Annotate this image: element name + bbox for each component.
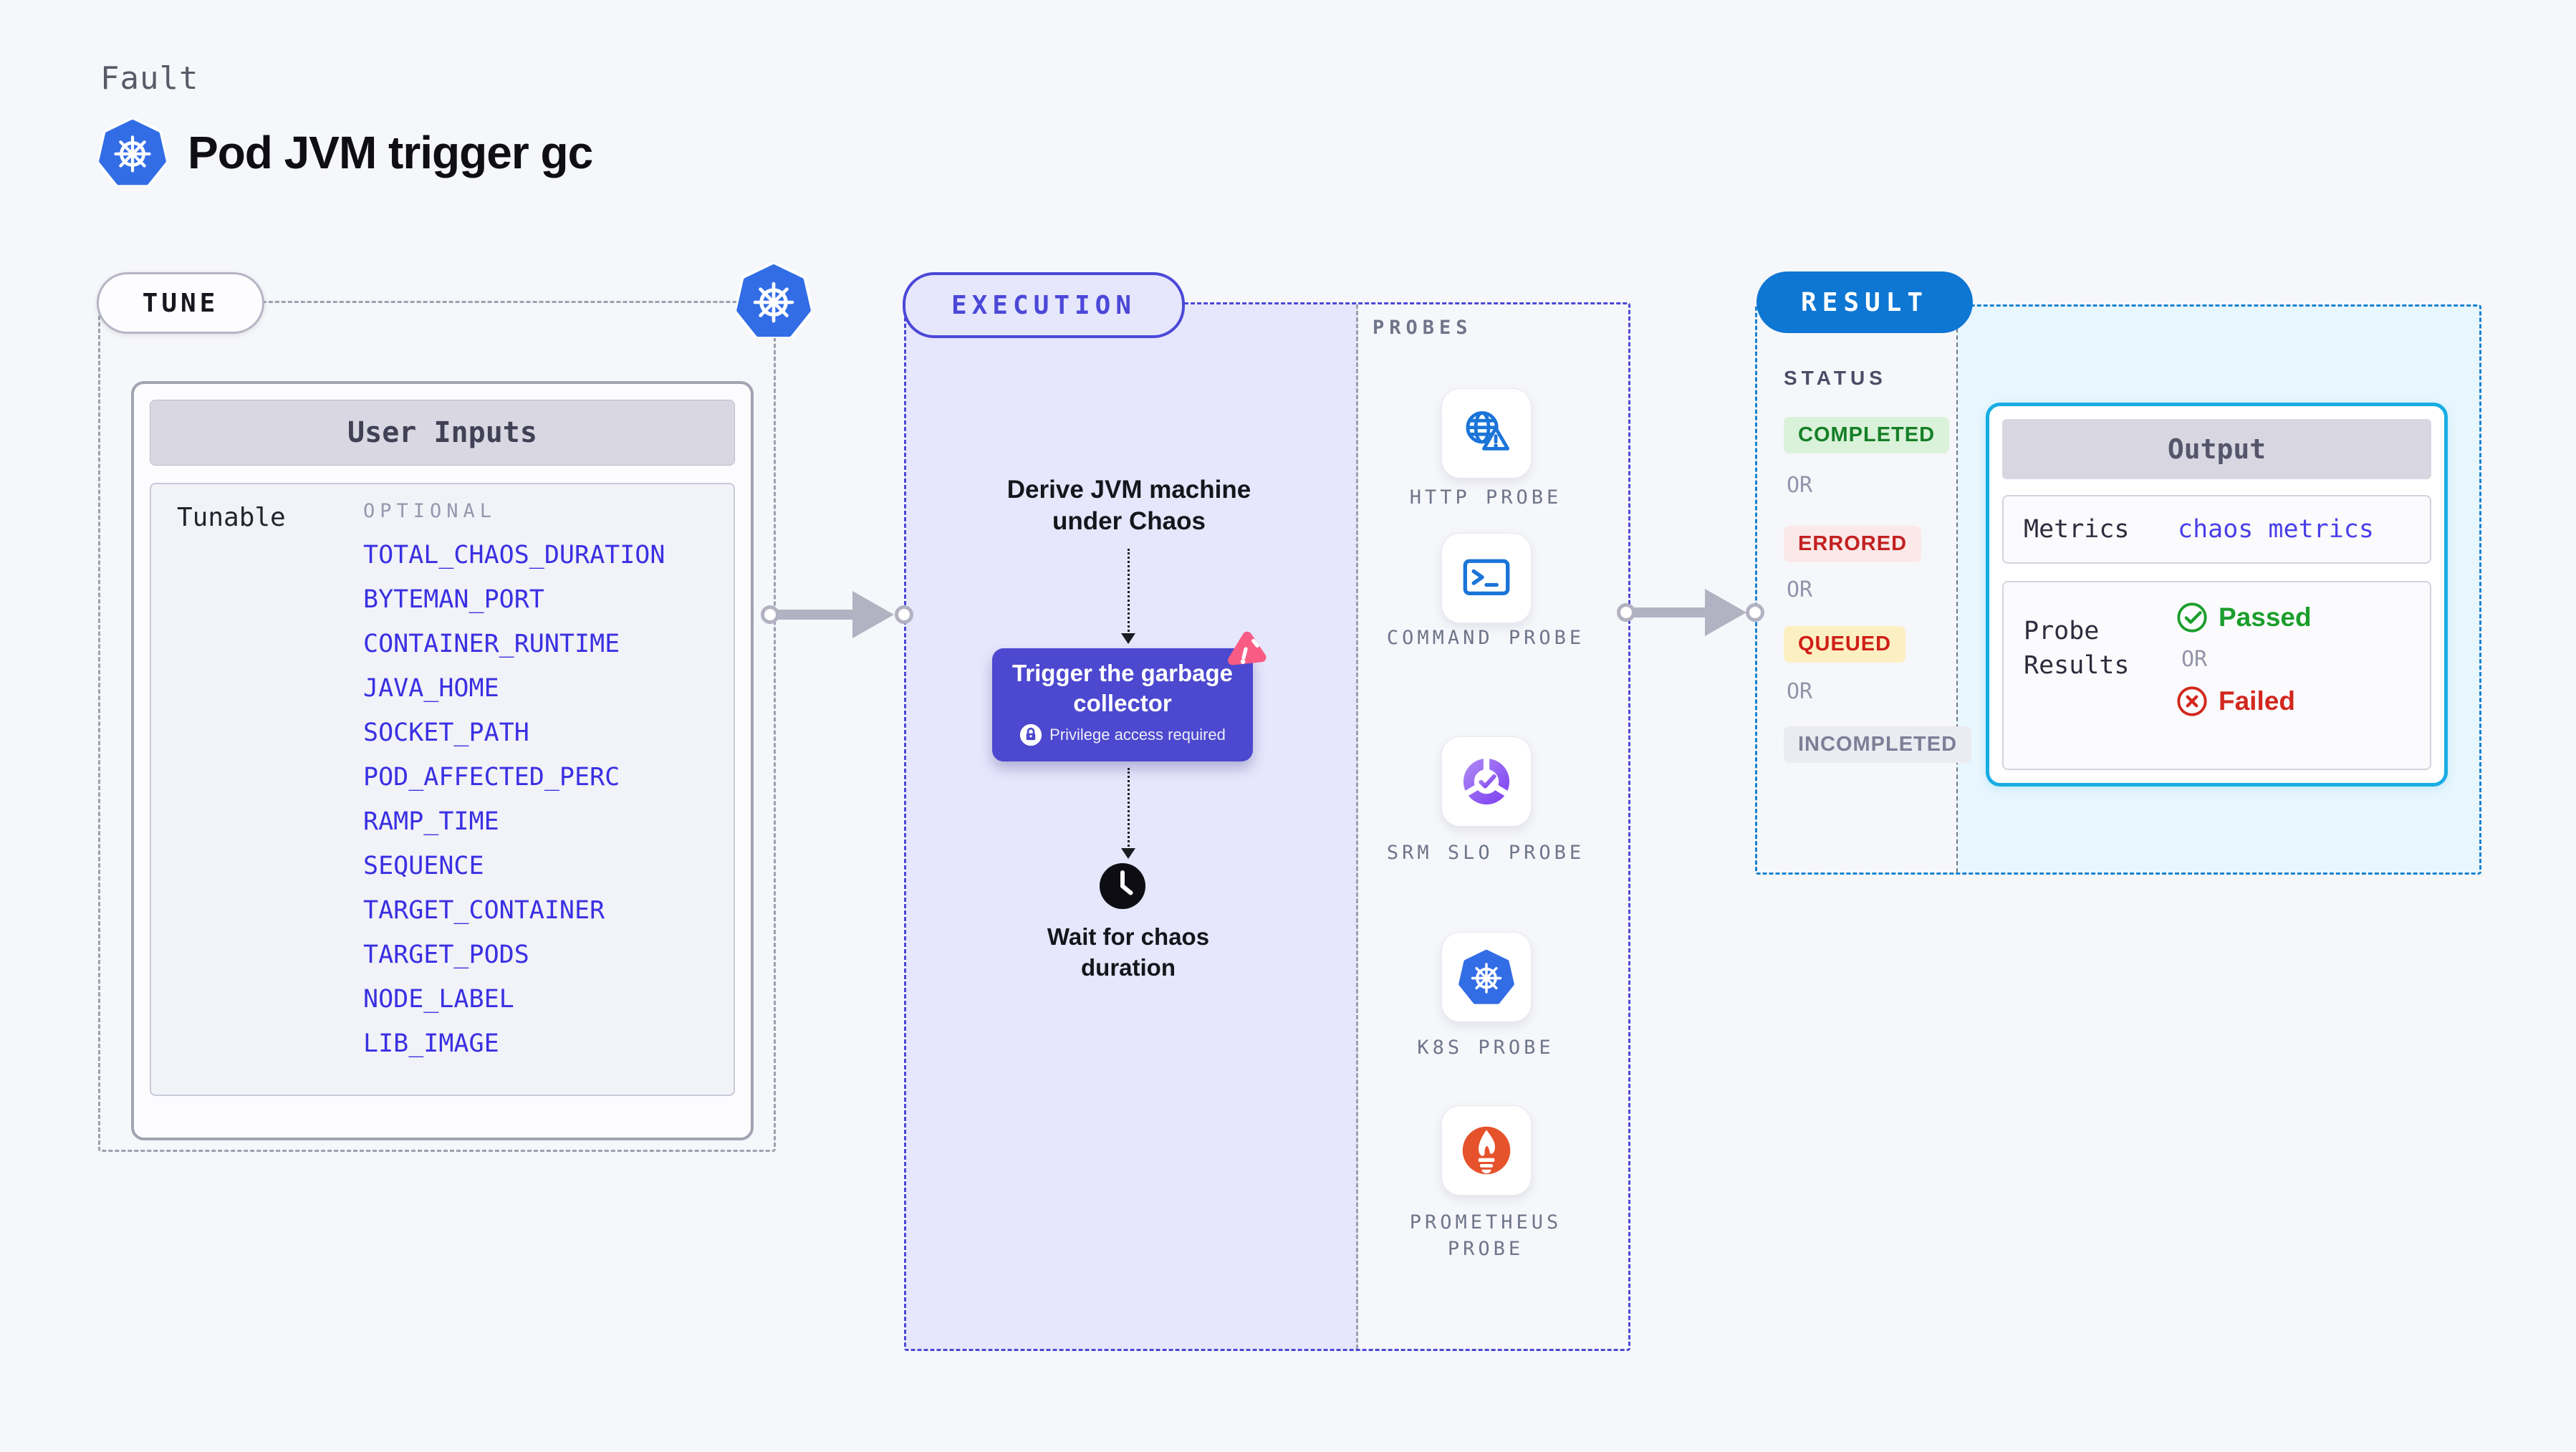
derive-step-label: Derive JVM machine under Chaos (1006, 476, 1251, 535)
trigger-gc-title: Trigger the garbage collector (1011, 660, 1234, 716)
param-link[interactable]: SEQUENCE (363, 852, 484, 880)
probe-card-prometheus[interactable] (1441, 1105, 1532, 1196)
param-link[interactable]: NODE_LABEL (363, 985, 514, 1014)
param-link[interactable]: RAMP_TIME (363, 807, 499, 836)
connector-node (1746, 603, 1764, 622)
or-label: OR (1787, 679, 1813, 704)
failed-label: Failed (2219, 686, 2295, 716)
status-badge-completed: COMPLETED (1784, 417, 1950, 453)
output-header: Output (2002, 419, 2431, 479)
down-arrow-icon (1121, 633, 1135, 644)
param-link[interactable]: JAVA_HOME (363, 674, 499, 703)
user-inputs-header: User Inputs (150, 400, 735, 466)
down-arrow-icon (1121, 848, 1135, 859)
metrics-row: Metrics chaos metrics (2002, 495, 2431, 564)
arrow-shaft (771, 610, 854, 620)
globe-warning-icon (1466, 411, 1510, 451)
param-link[interactable]: CONTAINER_RUNTIME (363, 630, 620, 658)
kubernetes-icon (99, 119, 166, 186)
kubernetes-icon (736, 264, 811, 338)
status-label: STATUS (1784, 367, 1887, 389)
probe-results-values: Passed OR Failed (2176, 601, 2312, 718)
probe-label: SRM SLO PROBE (1386, 842, 1585, 864)
connector-node (761, 605, 779, 624)
slo-donut-check-icon (1463, 756, 1510, 805)
param-link[interactable]: LIB_IMAGE (363, 1029, 499, 1058)
or-label: OR (2181, 647, 2208, 672)
wait-step-label: Wait for chaos duration (1047, 923, 1210, 981)
arrow-head-icon (1705, 589, 1746, 636)
execution-fill (906, 304, 1358, 1349)
check-circle-icon (2177, 602, 2207, 633)
terminal-icon (1463, 559, 1510, 596)
probe-results-label: Probe Results (2024, 617, 2130, 680)
tunable-params-list: TOTAL_CHAOS_DURATION BYTEMAN_PORT CONTAI… (363, 540, 665, 1059)
optional-label: OPTIONAL (363, 500, 497, 522)
probe-card-command[interactable] (1441, 533, 1532, 623)
arrow-head-icon (852, 591, 894, 638)
page-title: Pod JVM trigger gc (188, 127, 593, 178)
output-card: Output Metrics chaos metrics Probe Resul… (1986, 403, 2448, 787)
passed-row: Passed (2176, 601, 2312, 634)
tune-section-box (98, 301, 776, 1152)
tune-pill: TUNE (97, 272, 264, 334)
privilege-note-text: Privilege access required (1049, 726, 1226, 744)
execution-section-box (904, 302, 1630, 1351)
dotted-connector (1128, 768, 1130, 851)
passed-label: Passed (2219, 602, 2312, 632)
or-label: OR (1787, 577, 1813, 602)
trigger-gc-card[interactable]: Trigger the garbage collector Privilege … (992, 648, 1253, 761)
result-pill: RESULT (1756, 271, 1973, 333)
prometheus-flame-icon (1462, 1126, 1511, 1175)
param-link[interactable]: BYTEMAN_PORT (363, 585, 544, 614)
status-badge-incompleted: INCOMPLETED (1784, 726, 1972, 763)
tunable-label: Tunable (177, 503, 286, 532)
probe-label: PROMETHEUS PROBE (1409, 1211, 1562, 1260)
probe-results-row: Probe Results Passed OR Faile (2002, 581, 2431, 770)
chaos-experiment-icon (1228, 631, 1267, 665)
probe-label: HTTP PROBE (1409, 486, 1562, 509)
param-link[interactable]: SOCKET_PATH (363, 718, 529, 747)
clock-icon (1100, 863, 1145, 909)
status-badge-errored: ERRORED (1784, 526, 1922, 562)
privilege-note: Privilege access required (992, 723, 1253, 746)
probe-label: K8S PROBE (1417, 1037, 1554, 1059)
user-inputs-list: Tunable OPTIONAL TOTAL_CHAOS_DURATION BY… (150, 483, 735, 1096)
metrics-label: Metrics (2024, 515, 2130, 544)
probe-card-k8s[interactable] (1441, 932, 1532, 1022)
failed-row: Failed (2176, 685, 2312, 718)
arrow-shaft (1628, 607, 1706, 617)
probes-section-label: PROBES (1373, 317, 1473, 339)
probe-label: COMMAND PROBE (1386, 627, 1585, 649)
probe-card-srm-slo[interactable] (1441, 736, 1532, 827)
param-link[interactable]: POD_AFFECTED_PERC (363, 763, 620, 792)
fault-eyebrow: Fault (100, 60, 199, 97)
metrics-value[interactable]: chaos metrics (2178, 515, 2374, 544)
status-badge-queued: QUEUED (1784, 626, 1906, 663)
x-circle-icon (2177, 686, 2207, 716)
lock-icon (1019, 723, 1042, 746)
connector-node (1617, 603, 1635, 622)
connector-node (895, 605, 913, 624)
probe-card-http[interactable] (1441, 388, 1532, 479)
user-inputs-card: User Inputs Tunable OPTIONAL TOTAL_CHAOS… (131, 381, 754, 1140)
title-row: Pod JVM trigger gc (99, 119, 593, 186)
or-label: OR (1787, 473, 1813, 498)
dotted-connector (1128, 549, 1130, 636)
param-link[interactable]: TOTAL_CHAOS_DURATION (363, 541, 665, 569)
param-link[interactable]: TARGET_PODS (363, 941, 529, 969)
execution-pill: EXECUTION (903, 272, 1185, 338)
param-link[interactable]: TARGET_CONTAINER (363, 896, 605, 925)
kubernetes-icon (1458, 949, 1514, 1005)
